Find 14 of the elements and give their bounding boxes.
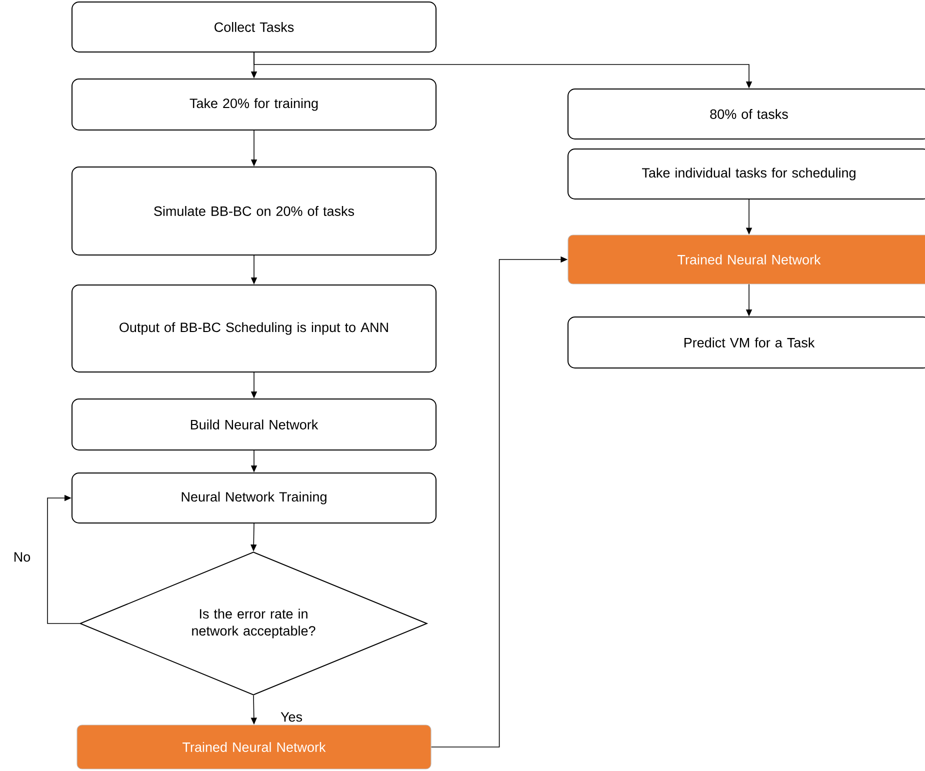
process-box: Output of BB-BC Scheduling is input to ANN bbox=[72, 284, 436, 372]
process-box: Take 20% for training bbox=[72, 78, 436, 130]
process-box: Simulate BB-BC on 20% of tasks bbox=[72, 166, 436, 256]
arrow bbox=[47, 494, 80, 624]
process-box: 80% of tasks bbox=[568, 88, 925, 140]
process-box: Collect Tasks bbox=[72, 2, 436, 52]
process-box: Predict VM for a Task bbox=[568, 316, 925, 368]
process-box: Build Neural Network bbox=[72, 398, 436, 450]
process-box: Take individual tasks for scheduling bbox=[568, 148, 925, 200]
highlighted-box: Trained Neural Network bbox=[568, 234, 925, 284]
edge-label: No bbox=[12, 551, 32, 563]
process-box: Neural Network Training bbox=[72, 472, 436, 524]
highlighted-box: Trained Neural Network bbox=[76, 724, 432, 770]
edge-label: Yes bbox=[280, 711, 304, 723]
